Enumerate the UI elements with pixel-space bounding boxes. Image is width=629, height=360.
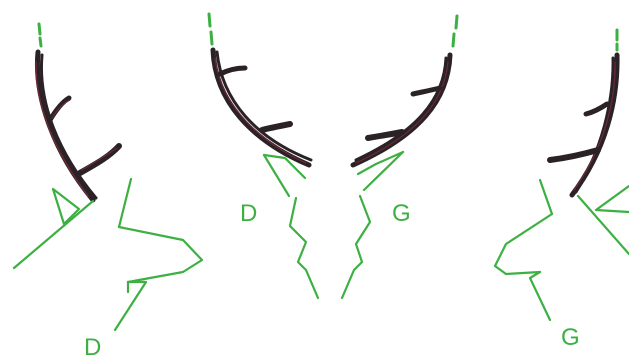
left-antler bbox=[36, 52, 119, 200]
center-left-antler bbox=[213, 50, 311, 165]
left-deer-head bbox=[14, 24, 202, 330]
center-left-antler-tip bbox=[209, 14, 212, 44]
label-right-bottom: G bbox=[561, 326, 580, 350]
left-antler-tip bbox=[39, 24, 41, 46]
left-head-outline bbox=[14, 179, 202, 330]
center-pair bbox=[209, 14, 457, 298]
center-right-antler bbox=[353, 55, 450, 165]
right-head-outline bbox=[495, 180, 629, 320]
right-antler bbox=[550, 55, 617, 195]
label-left-bottom: D bbox=[84, 336, 101, 360]
right-deer-head bbox=[495, 30, 629, 320]
center-right-antler-tip bbox=[453, 16, 457, 46]
center-outlines bbox=[264, 152, 403, 298]
label-center-left: D bbox=[240, 202, 257, 226]
label-center-right: G bbox=[392, 202, 411, 226]
